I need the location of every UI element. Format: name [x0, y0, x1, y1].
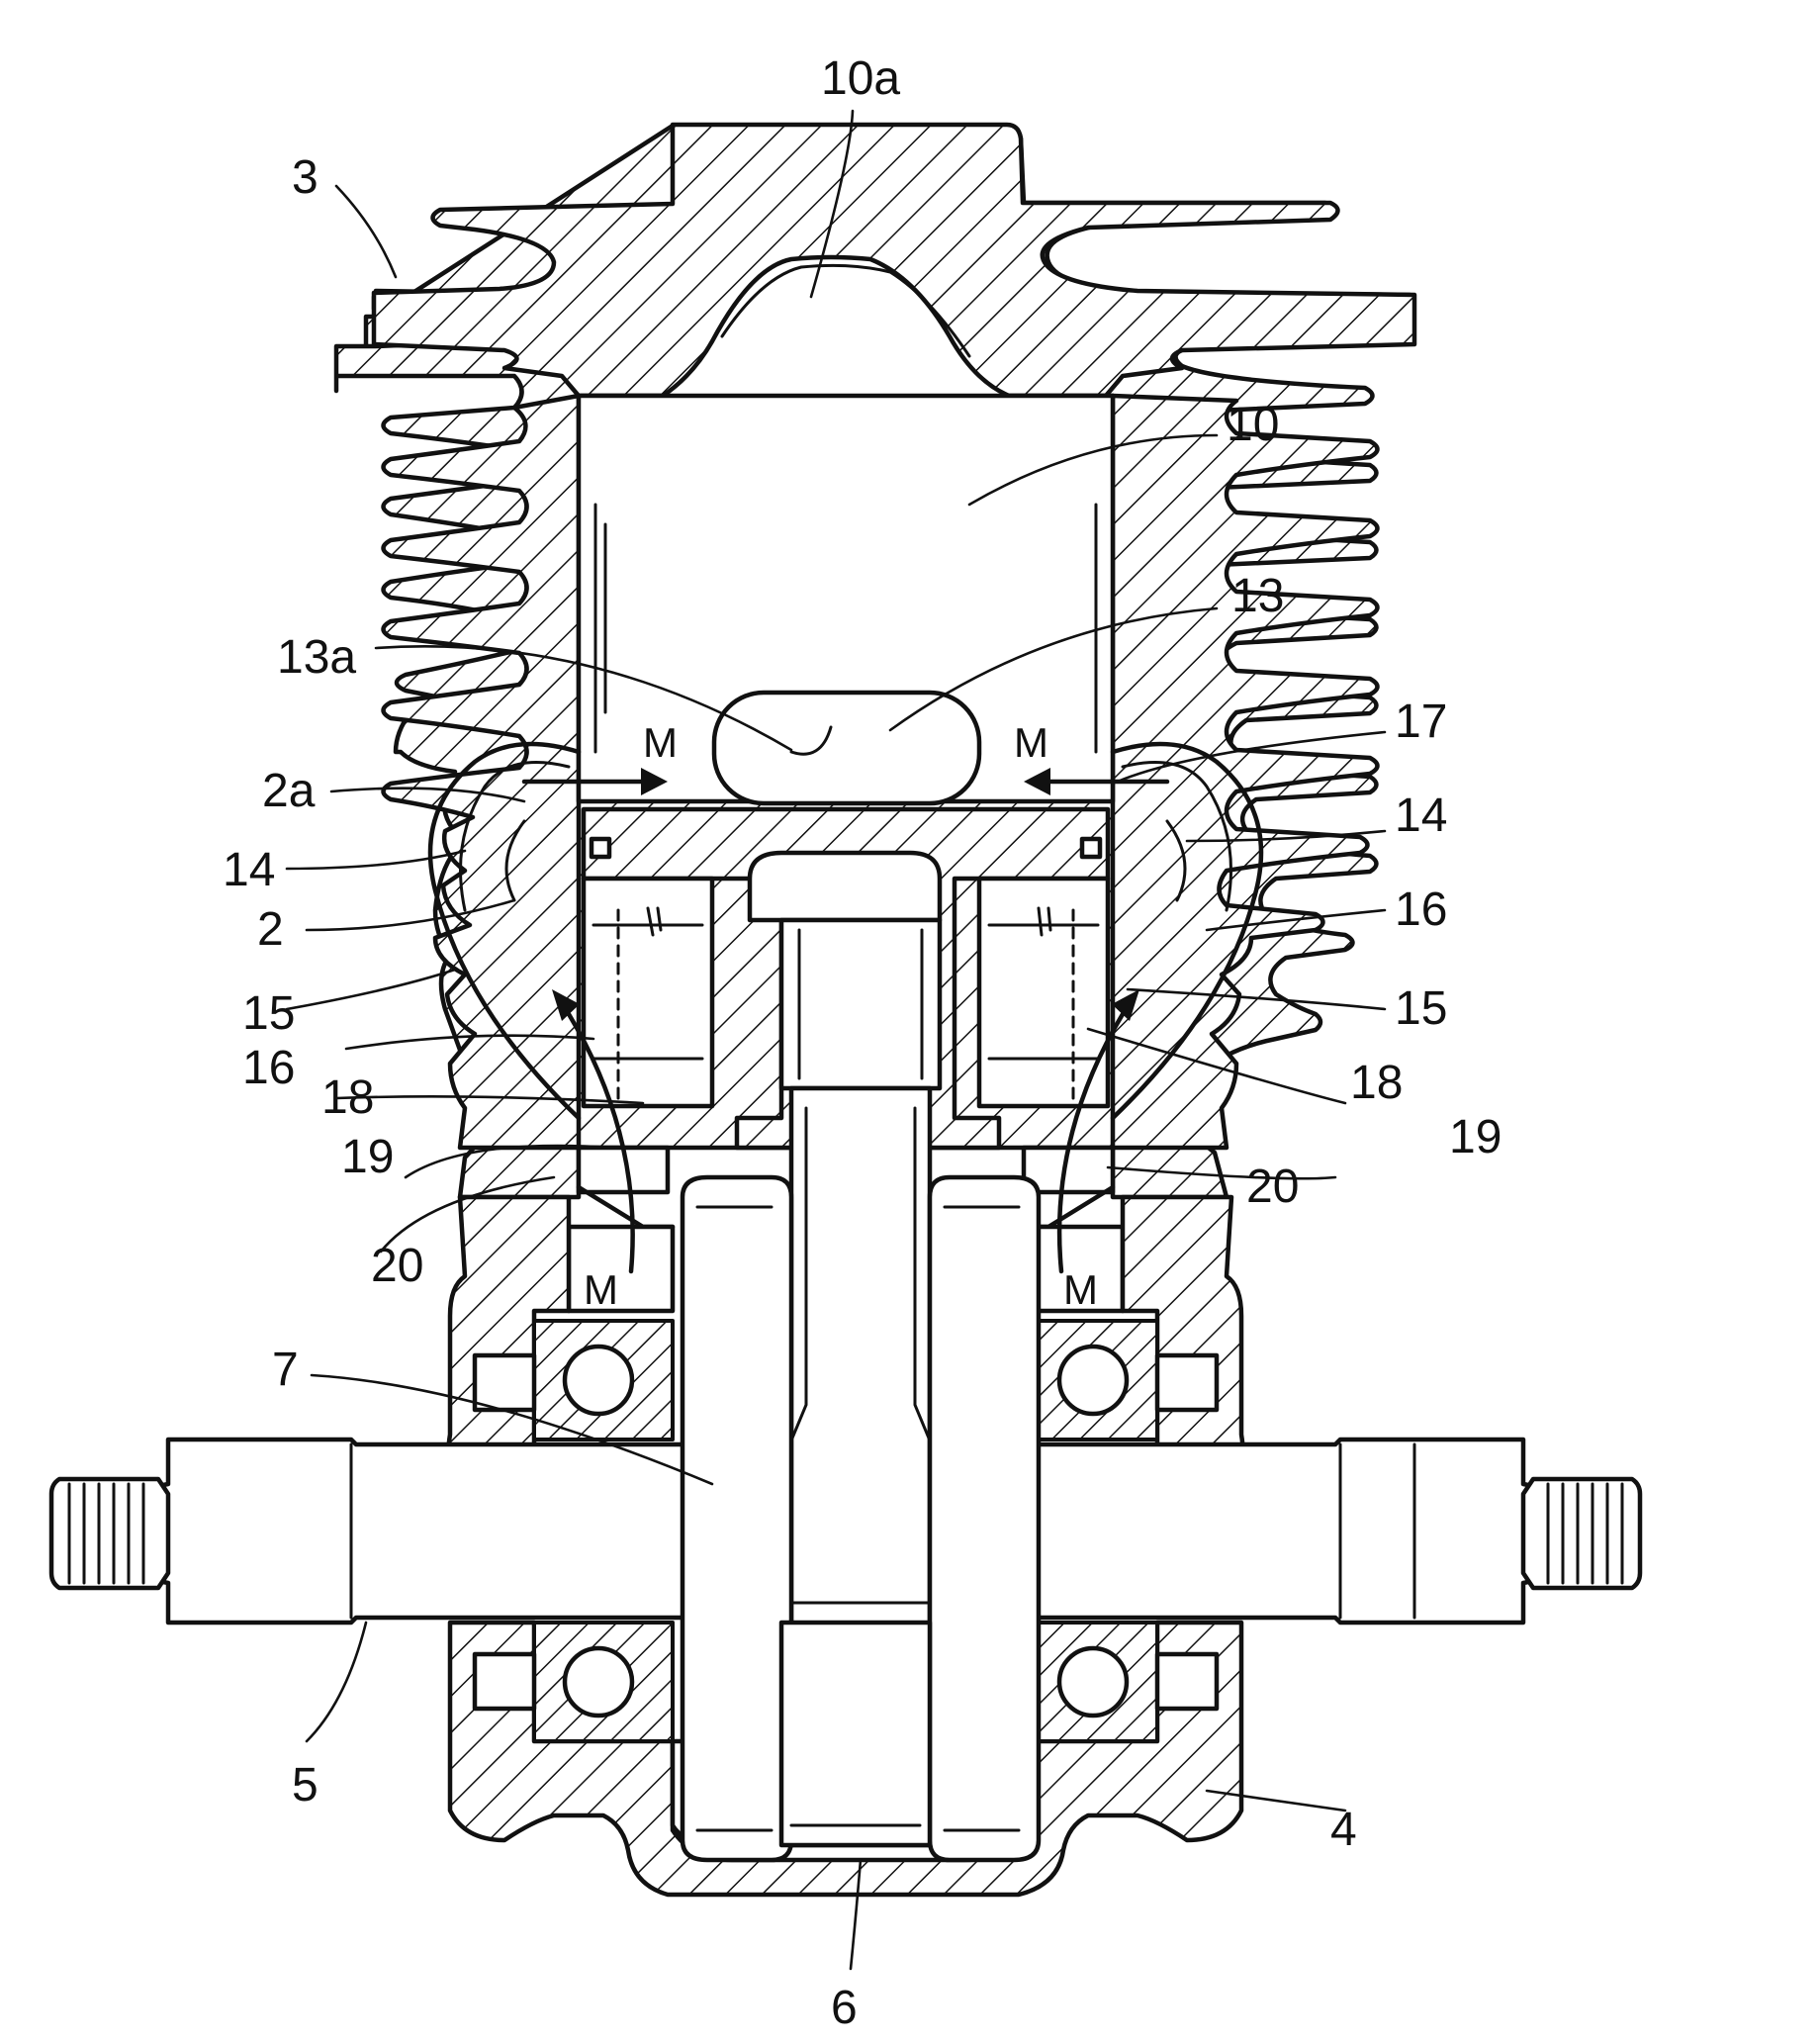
label-M-top-left: M — [643, 719, 678, 766]
crank-pin — [781, 1623, 930, 1845]
label-7: 7 — [272, 1344, 299, 1396]
crank-web-right — [930, 1177, 1039, 1860]
label-2a: 2a — [262, 765, 316, 817]
label-2: 2 — [257, 903, 284, 956]
label-5: 5 — [292, 1759, 318, 1812]
label-M-bottom-left: M — [584, 1266, 618, 1313]
label-10: 10 — [1227, 399, 1279, 451]
label-15-left: 15 — [242, 987, 295, 1040]
label-19-left: 19 — [341, 1131, 394, 1183]
label-19-right: 19 — [1449, 1111, 1502, 1163]
label-M-top-right: M — [1014, 719, 1048, 766]
label-13: 13 — [1231, 570, 1284, 622]
label-18-left: 18 — [321, 1071, 374, 1124]
label-14-left: 14 — [223, 844, 275, 896]
label-18-right: 18 — [1350, 1057, 1403, 1109]
label-15-right: 15 — [1395, 982, 1447, 1035]
label-16-right: 16 — [1395, 883, 1447, 936]
label-20-right: 20 — [1246, 1161, 1299, 1213]
label-6: 6 — [831, 1982, 858, 2034]
label-14-right: 14 — [1395, 790, 1447, 842]
label-M-bottom-right: M — [1063, 1266, 1098, 1313]
label-4: 4 — [1330, 1804, 1357, 1856]
crank-web-left — [682, 1177, 791, 1860]
label-16-left: 16 — [242, 1042, 295, 1094]
label-20-left: 20 — [371, 1240, 423, 1292]
label-17: 17 — [1395, 696, 1447, 748]
label-10a: 10a — [821, 52, 900, 105]
label-3: 3 — [292, 151, 318, 204]
label-13a: 13a — [277, 631, 356, 684]
